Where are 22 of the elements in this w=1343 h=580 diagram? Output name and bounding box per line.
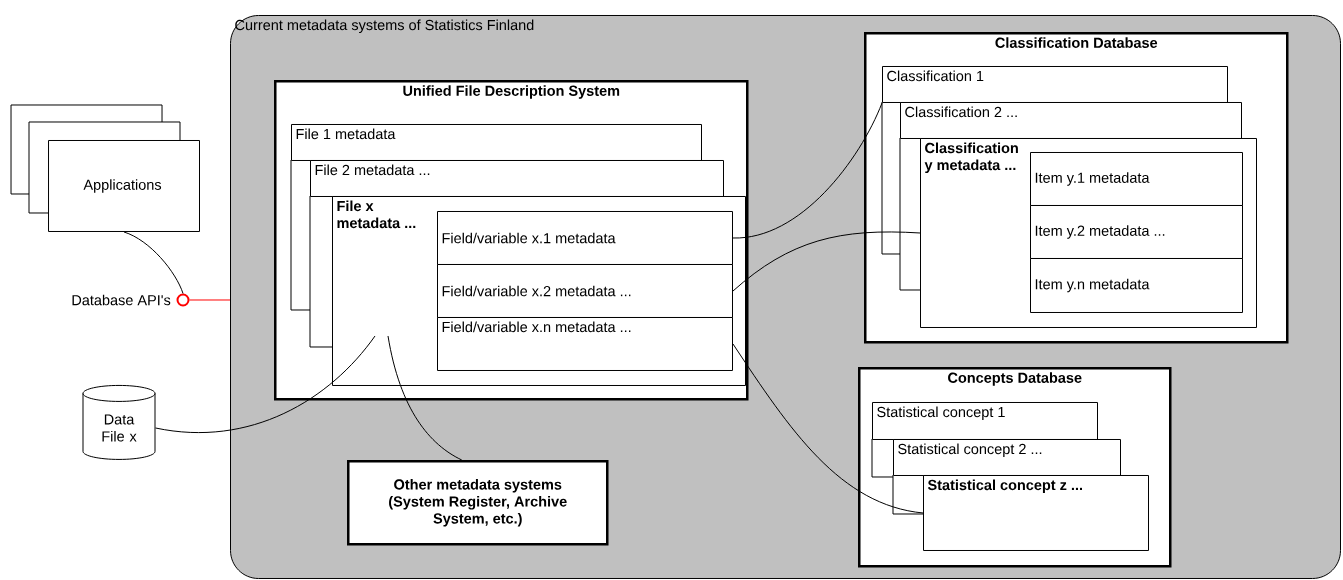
concept-card: Statistical concept 2 ... bbox=[893, 439, 1121, 476]
classification-card: Classification 1 bbox=[882, 66, 1228, 103]
connector-line bbox=[387, 335, 463, 461]
item-row: Item y.1 metadata bbox=[1030, 152, 1243, 206]
item-row: Item y.2 metadata ... bbox=[1030, 205, 1243, 259]
data-cylinder: Data File x bbox=[82, 384, 156, 460]
item-row: Item y.n metadata bbox=[1030, 258, 1243, 313]
file-card: File 1 metadata bbox=[291, 124, 702, 161]
connector-line bbox=[732, 231, 921, 292]
concept-card: Statistical concept 1 bbox=[872, 402, 1098, 440]
system-box: Other metadata systems (System Register, Archive System, etc.) bbox=[347, 460, 609, 546]
field-row: Field/variable x.1 metadata bbox=[437, 211, 733, 265]
connector-line bbox=[155, 335, 376, 434]
application-box: Applications bbox=[48, 140, 200, 232]
file-card: File 2 metadata ... bbox=[310, 160, 724, 197]
connector-line bbox=[189, 299, 231, 301]
field-row: Field/variable x.n metadata ... bbox=[437, 317, 733, 371]
interface-label: Database API's bbox=[72, 294, 171, 306]
field-row: Field/variable x.2 metadata ... bbox=[437, 264, 733, 318]
connector-line bbox=[732, 102, 883, 239]
classification-card: Classification 2 ... bbox=[900, 102, 1242, 139]
connector-line bbox=[123, 231, 184, 294]
